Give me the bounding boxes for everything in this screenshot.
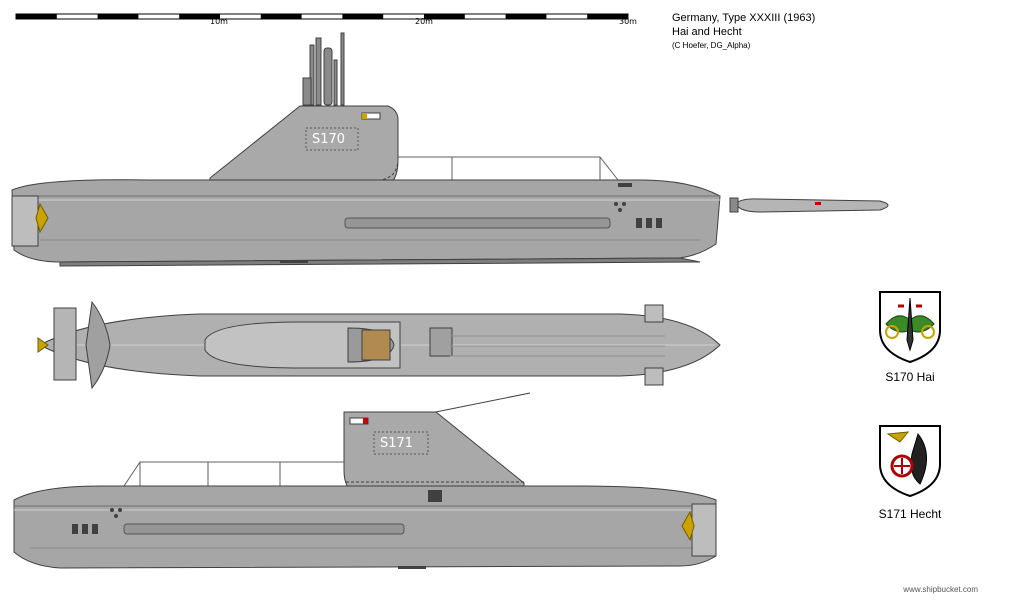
hull-number-s170: S170 bbox=[312, 132, 345, 147]
watermark: www.shipbucket.com bbox=[903, 585, 978, 594]
scale-bar-segment bbox=[342, 14, 384, 19]
title-block: Germany, Type XXXIII (1963) Hai and Hech… bbox=[672, 11, 815, 52]
scale-bar-segments bbox=[15, 13, 629, 20]
torpedo bbox=[729, 197, 889, 213]
profile-view-s171: S171 bbox=[13, 392, 717, 569]
hull-details bbox=[280, 183, 662, 263]
side-tank bbox=[344, 217, 611, 229]
plan-stern-planes bbox=[53, 307, 77, 381]
crest-s170-hai bbox=[879, 291, 941, 364]
hull-number-panel bbox=[305, 127, 359, 151]
drawing-credit: (C Hoefer, DG_Alpha) bbox=[672, 41, 751, 50]
scale-label-30m: 30m bbox=[619, 17, 637, 26]
scale-bar-segment bbox=[505, 14, 547, 19]
scale-bar-segment bbox=[179, 14, 220, 19]
crest-label-s171: S171 Hecht bbox=[878, 507, 942, 521]
scale-bar-segment bbox=[260, 14, 302, 19]
scale-label-10m: 10m bbox=[210, 17, 228, 26]
plan-view bbox=[37, 300, 721, 390]
mast-group bbox=[302, 32, 345, 106]
propeller bbox=[681, 510, 695, 542]
drawing-title: Germany, Type XXXIII (1963) bbox=[672, 12, 816, 24]
profile-view-s170: S170 bbox=[11, 32, 721, 267]
hull-number-panel bbox=[373, 431, 429, 455]
rudder bbox=[11, 195, 39, 247]
rudder bbox=[691, 503, 717, 557]
scale-bar-segment bbox=[587, 14, 628, 19]
hull-number-s171: S171 bbox=[380, 436, 413, 451]
propeller bbox=[35, 202, 49, 234]
side-tank bbox=[123, 523, 405, 535]
scale-bar-segment bbox=[16, 14, 57, 19]
drawing-subtitle: Hai and Hecht bbox=[672, 26, 742, 38]
sail bbox=[343, 411, 525, 493]
scale-label-20m: 20m bbox=[415, 17, 433, 26]
scale-bar-segment bbox=[97, 14, 139, 19]
scale-bar bbox=[15, 13, 629, 20]
crest-label-s170: S170 Hai bbox=[885, 370, 935, 384]
crest-s171-hecht bbox=[879, 425, 941, 498]
scale-bar-segment bbox=[424, 14, 465, 19]
hull-details bbox=[72, 490, 442, 569]
plan-rudder bbox=[85, 300, 111, 390]
plan-hatch bbox=[361, 329, 391, 361]
